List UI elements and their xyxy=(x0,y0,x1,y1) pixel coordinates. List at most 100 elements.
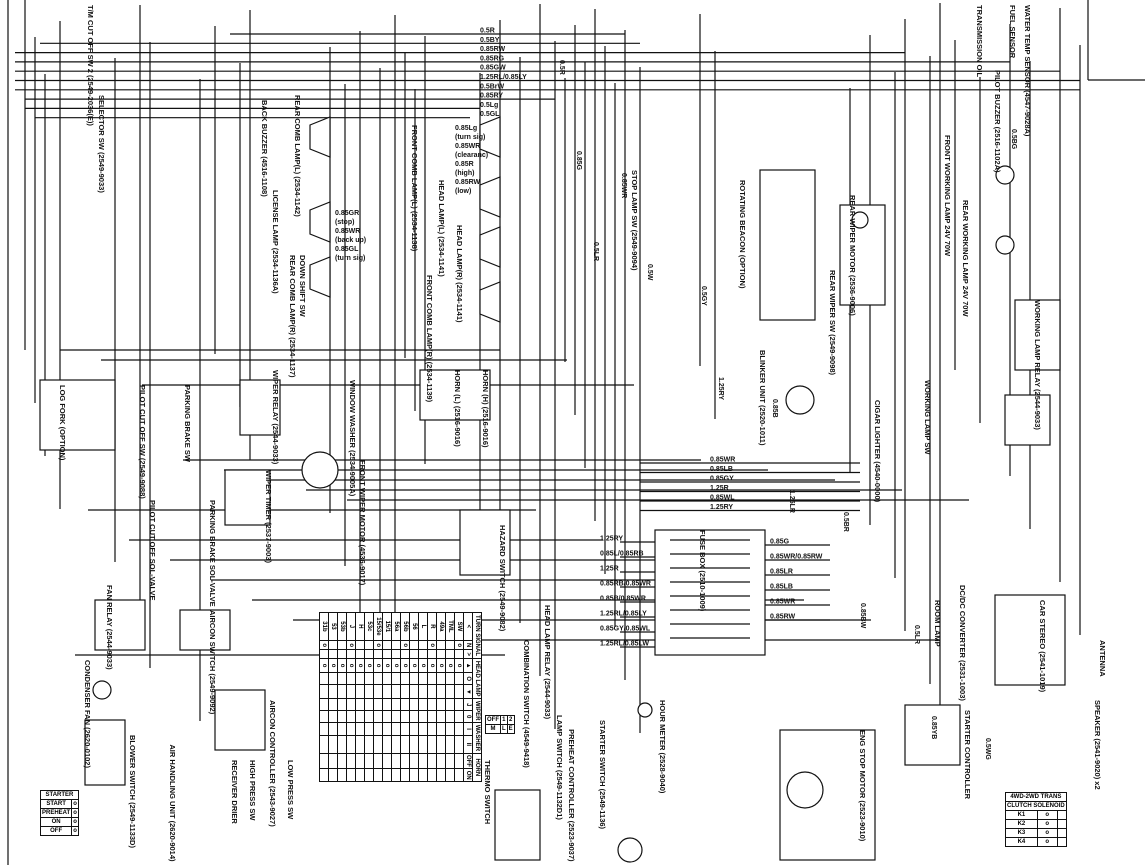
component-label: FRONT COMB LAMP(L) (2534-1138) xyxy=(410,125,419,252)
component-label: PARKING BRAKE SW xyxy=(183,385,192,463)
fuse-wire-label: 0.85GY/0.85WL xyxy=(600,626,651,633)
starter-title: STARTER xyxy=(40,790,79,800)
mid-bus-wire-label: 0.85LB xyxy=(710,466,733,473)
component-label: COMBINATION SWITCH (4549-9418) xyxy=(522,640,531,768)
component-label: REAR COMB LAMP(L) (2534-1142) xyxy=(293,95,302,217)
terminal-label: TML xyxy=(445,612,455,641)
component-box xyxy=(84,719,126,786)
lamp-wire-label: (clearanc) xyxy=(455,152,488,159)
table-position: I xyxy=(463,722,473,736)
mid-bus-wire-label: 1.25R xyxy=(710,485,729,492)
table-position: ON xyxy=(463,768,473,782)
table-position: > xyxy=(463,649,473,659)
component-label: RECEIVER DRIER xyxy=(230,760,239,824)
wire-label: 0.85BW xyxy=(859,603,866,629)
component-box xyxy=(179,609,231,651)
terminal-label: 31b xyxy=(319,612,329,641)
component-label: REAR WORKING LAMP 24V 70W xyxy=(961,200,970,317)
component-label: CAR STEREO (2541-1019) xyxy=(1038,600,1047,693)
starter-position: OFF xyxy=(40,826,73,836)
fuse-wire-label: 1.25R xyxy=(600,566,619,573)
wire-label: 0.5LR xyxy=(913,625,920,644)
clutch-row: K3 xyxy=(1005,828,1038,838)
terminal-label: 53 xyxy=(328,612,338,641)
terminal-label: L xyxy=(418,612,428,641)
lamp-wire-label: (high) xyxy=(455,170,474,177)
front-wiper-motor-icon xyxy=(301,451,339,489)
lamp-symbol xyxy=(309,256,331,298)
lamp-wire-label: (stop) xyxy=(335,219,354,226)
wire-label: 0.85YB xyxy=(930,716,937,739)
wire-label: 0.85WR xyxy=(620,173,627,198)
lamp-wire-label: 0.85RW xyxy=(455,179,481,186)
component-box xyxy=(759,169,816,321)
component-box xyxy=(994,594,1066,686)
fuse-wire-label: 1.25RY xyxy=(600,536,623,543)
wire-label: 0.85B xyxy=(771,399,778,418)
component-label: PARKING BRAKE SOL-VALVE xyxy=(208,500,217,607)
lamp-symbol xyxy=(479,116,501,158)
wire-label: 0.5WG xyxy=(984,738,991,760)
component-label: HAZARD SWITCH (2549-9082) xyxy=(498,525,507,632)
component-label: BLINKER UNIT (2520-1011) xyxy=(758,350,767,446)
table-position: O xyxy=(463,672,473,685)
lamp-wire-label: 0.85Lg xyxy=(455,125,477,132)
fuse-wire-label: 0.85LB xyxy=(770,584,793,591)
mid-bus-wire-label: 0.85GY xyxy=(710,476,734,483)
wire-label: 0.5W xyxy=(646,264,653,281)
component-label: WORKING LAMP RELAY (2544-9033) xyxy=(1033,300,1042,430)
component-label: HEAD LAMP RELAY (2544-9033) xyxy=(543,605,552,720)
fuse-wire-label: 0.85B/0.85WR xyxy=(600,596,646,603)
component-label: PILOT BUZZER (2516-1102A) xyxy=(993,70,1002,173)
lamp-switch-position: 2 xyxy=(506,715,515,725)
fuse-wire-label: 0.85WR xyxy=(770,599,795,606)
component-label: FRONT COMB LAMP(R) (2534-1139) xyxy=(425,275,434,403)
component-box xyxy=(494,789,541,861)
lamp-switch-position: OFF xyxy=(485,715,501,725)
table-position: < xyxy=(463,612,473,641)
component-label: BLOWER SWITCH (2549-1133D) xyxy=(128,735,137,848)
component-label: FRONT WIPER MOTOR (4536-9017) xyxy=(358,460,367,586)
terminal-label: H xyxy=(355,612,365,641)
wire-label: 1.25LR xyxy=(788,490,795,513)
component-label: HORN (L) (2516-9016) xyxy=(453,370,462,447)
component-label: FUSE BOX (2510-1009) xyxy=(698,530,707,612)
hour-meter-icon xyxy=(637,702,653,718)
component-label: BACK BUZZER (4516-1108) xyxy=(260,100,269,197)
component-label: ROTATING BEACON (OPTION) xyxy=(738,180,747,289)
component-label: AIR HANDLING UNIT (2620-9014) xyxy=(168,744,177,862)
component-label: T/M CUT OFF SW 2 (2549-2036(E)) xyxy=(86,5,95,126)
terminal-label: 15/1 xyxy=(382,612,392,641)
component-label: LAMP SWITCH (2549-1132D1) xyxy=(555,715,564,820)
component-box xyxy=(224,469,271,526)
fuse-wire-label: 0.85G xyxy=(770,539,790,546)
component-box xyxy=(214,689,266,751)
terminal-label: 53b xyxy=(337,612,347,641)
top-bus-wire-label: 0.85GW xyxy=(480,65,506,72)
starter-position: PREHEAT xyxy=(40,808,73,818)
component-box xyxy=(459,509,511,576)
component-label: PREHEAT CONTROLLER (2523-9037) xyxy=(567,729,576,862)
component-label: LICENSE LAMP (2534-1136A) xyxy=(271,190,280,294)
component-label: THERMO SWITCH xyxy=(483,760,492,824)
lamp-symbol xyxy=(479,281,501,323)
terminal-label: 56 xyxy=(409,612,419,641)
component-box xyxy=(419,369,491,421)
component-label: ANTENNA xyxy=(1098,640,1107,677)
lamp-wire-label: 0.85GL xyxy=(335,246,359,253)
clutch-subtitle: CLUTCH SOLENOID xyxy=(1005,801,1067,811)
component-label: FUEL SENSOR xyxy=(1008,5,1017,59)
component-label: CONDENSER FAN (2620-0102) xyxy=(83,660,92,768)
lamp-switch-terminal: L xyxy=(500,724,508,734)
component-label: WORKING LAMP SW xyxy=(923,380,932,455)
mid-bus-wire-label: 0.85WR xyxy=(710,457,735,464)
component-label: LOW PRESS SW xyxy=(286,760,295,820)
terminal-label: SW xyxy=(454,612,464,641)
component-label: HOUR METER (2528-9040) xyxy=(658,700,667,794)
fuse-wire-label: 1.25RL/0.85LY xyxy=(600,611,647,618)
